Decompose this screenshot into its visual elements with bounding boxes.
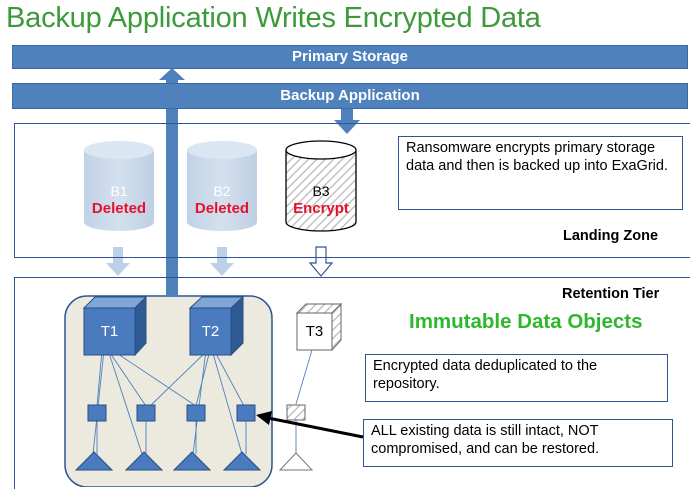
cube-t1 <box>82 295 148 357</box>
cylinder-b1-label: B1 Deleted <box>83 182 155 218</box>
landing-zone-label: Landing Zone <box>563 228 659 244</box>
cylinder-b2-label: B2 Deleted <box>186 182 258 218</box>
object-triangle-encrypted <box>278 452 314 471</box>
retention-tier-frame <box>14 277 690 489</box>
chunk-box-encrypted <box>286 404 306 421</box>
backup-application-bar: Backup Application <box>12 83 688 109</box>
primary-storage-bar: Primary Storage <box>12 45 688 69</box>
retention-tier-label: Retention Tier <box>562 286 660 302</box>
cylinder-b1-name: B1 <box>110 183 128 199</box>
cube-t2 <box>188 295 245 357</box>
ransomware-note: Ransomware encrypts primary storage data… <box>398 136 683 210</box>
restore-up-arrow <box>159 68 185 297</box>
dedup-lines <box>92 349 313 455</box>
cylinder-b2 <box>187 141 257 231</box>
diagram-title: Backup Application Writes Encrypted Data <box>6 2 541 34</box>
immutable-data-objects-label: Immutable Data Objects <box>409 310 643 333</box>
cylinder-b3-status: Encrypt <box>293 200 349 217</box>
hollow-arrow-b3 <box>308 246 334 277</box>
cylinder-b3 <box>285 140 357 232</box>
faded-arrow-b2 <box>210 247 234 276</box>
cylinder-b2-status: Deleted <box>194 200 250 217</box>
chunk-boxes <box>87 404 256 422</box>
data-intact-note: ALL existing data is still intact, NOT c… <box>363 419 673 467</box>
pointer-arrow <box>256 411 364 439</box>
cylinder-b1 <box>84 141 154 231</box>
cube-t2-label: T2 <box>201 323 220 340</box>
cylinder-b3-label: B3 Encrypt <box>285 182 357 218</box>
landing-zone-frame <box>14 123 690 258</box>
cylinder-b1-status: Deleted <box>91 200 147 217</box>
cylinder-b2-name: B2 <box>213 183 231 199</box>
object-triangles <box>74 451 262 471</box>
cube-t3 <box>295 302 343 352</box>
cube-t3-label: T3 <box>305 323 324 340</box>
faded-arrow-b1 <box>106 247 130 276</box>
cube-t1-label: T1 <box>100 323 119 340</box>
deduplicated-note: Encrypted data deduplicated to the repos… <box>365 354 668 402</box>
cylinder-b3-name: B3 <box>312 183 330 199</box>
